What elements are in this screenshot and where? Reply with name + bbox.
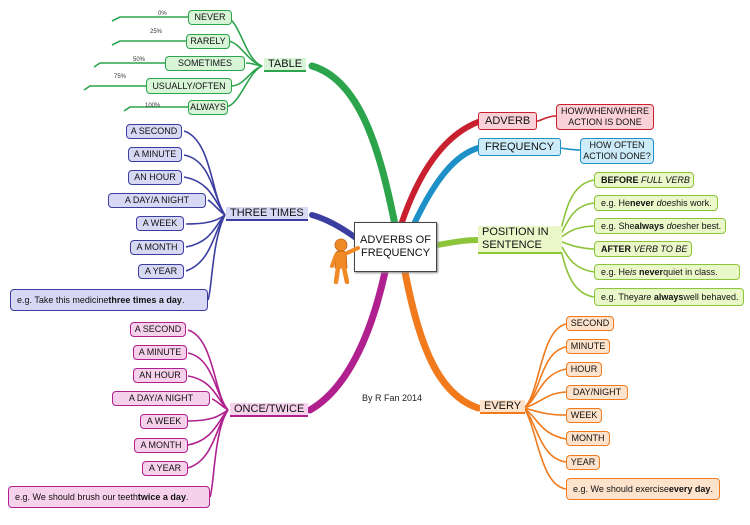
every-item: DAY/NIGHT <box>566 385 628 400</box>
once-twice-label: ONCE/TWICE <box>230 403 309 417</box>
presenter-figure-icon <box>330 238 360 284</box>
every-item: YEAR <box>566 455 600 470</box>
frequency-description: HOW OFTEN ACTION DONE? <box>580 138 654 164</box>
once-twice-example: e.g. We should brush our teeth twice a d… <box>8 486 210 508</box>
once-twice-item: A MONTH <box>134 438 188 453</box>
once-twice-item: AN HOUR <box>133 368 187 383</box>
three-times-item: A MINUTE <box>128 147 182 162</box>
position-example-3: e.g. He is never quiet in class. <box>594 264 740 280</box>
central-topic-line1: ADVERBS OF <box>360 234 431 246</box>
every-item: WEEK <box>566 408 602 423</box>
table-item-sometimes: SOMETIMES <box>165 56 245 71</box>
every-item: SECOND <box>566 316 614 331</box>
central-topic-line2: FREQUENCY <box>360 247 431 259</box>
position-example-1: e.g. He never does his work. <box>594 195 718 211</box>
branch-adverb <box>399 119 481 225</box>
table-item-never: NEVER <box>188 10 232 25</box>
branch-three-times <box>309 212 359 241</box>
once-twice-item: A WEEK <box>140 414 188 429</box>
percent-label: 50% <box>133 57 146 63</box>
every-item: MONTH <box>566 431 610 446</box>
three-times-label: THREE TIMES <box>226 207 308 221</box>
table-item-always: ALWAYS <box>188 100 228 115</box>
position-example-2: e.g. She always does her best. <box>594 218 726 234</box>
branch-table <box>308 62 399 229</box>
three-times-item: AN HOUR <box>128 170 182 185</box>
percent-label: 0% <box>158 11 167 17</box>
every-example: e.g. We should exercise every day. <box>566 478 720 500</box>
position-label: POSITION IN SENTENCE <box>478 226 562 254</box>
frequency-label: FREQUENCY <box>478 138 562 156</box>
three-times-example: e.g. Take this medicine three times a da… <box>10 289 208 311</box>
three-times-item: A MONTH <box>130 240 184 255</box>
branch-every <box>401 268 482 412</box>
three-times-item: A YEAR <box>138 264 184 279</box>
table-item-usually-often: USUALLY/OFTEN <box>146 78 232 94</box>
position-example-4: e.g. They are always well behaved. <box>594 288 744 306</box>
once-twice-item: A SECOND <box>130 322 186 337</box>
three-times-item: A SECOND <box>126 124 182 139</box>
once-twice-item: A DAY/A NIGHT <box>112 391 210 406</box>
table-label: TABLE <box>264 58 307 72</box>
percent-label: 100% <box>145 103 161 109</box>
three-times-item: A DAY/A NIGHT <box>108 193 206 208</box>
every-item: HOUR <box>566 362 602 377</box>
once-twice-item: A MINUTE <box>133 345 187 360</box>
branch-position <box>434 237 481 248</box>
every-item: MINUTE <box>566 339 610 354</box>
author-credit: By R Fan 2014 <box>362 393 423 403</box>
central-topic: ADVERBS OF FREQUENCY <box>354 222 437 272</box>
position-rule-after: AFTER VERB TO BE <box>594 241 692 257</box>
every-label: EVERY <box>480 400 526 414</box>
adverb-label: ADVERB <box>478 112 538 130</box>
position-rule-before: BEFORE FULL VERB <box>594 172 694 188</box>
table-item-rarely: RARELY <box>186 34 230 49</box>
percent-label: 25% <box>150 29 163 35</box>
branch-once-twice <box>306 268 389 414</box>
branch-frequency <box>412 145 481 225</box>
three-times-item: A WEEK <box>136 216 184 231</box>
percent-label: 75% <box>114 74 127 80</box>
adverb-description: HOW/WHEN/WHERE ACTION IS DONE <box>556 104 654 130</box>
once-twice-item: A YEAR <box>142 461 188 476</box>
